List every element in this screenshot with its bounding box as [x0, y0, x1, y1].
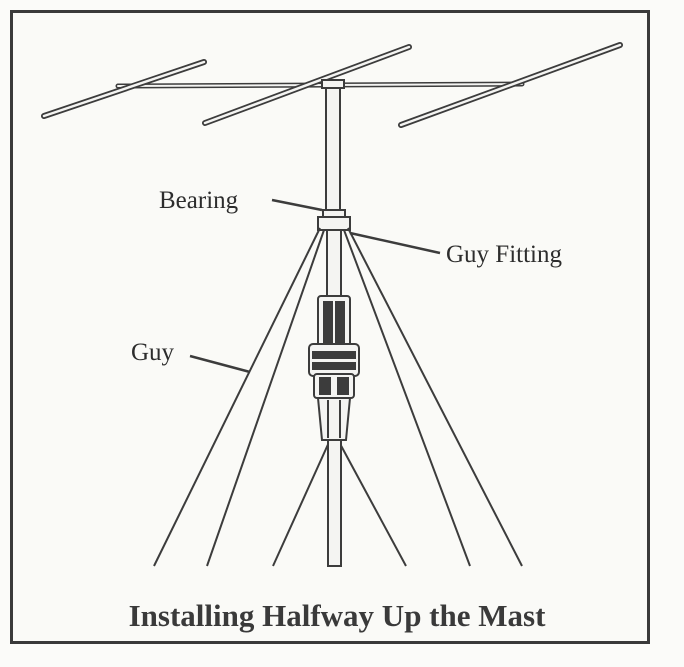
label-leaders	[189, 198, 441, 374]
mast-lower	[327, 439, 342, 567]
rotator-assembly	[308, 295, 360, 441]
antenna-element-right	[398, 42, 623, 128]
guy-fitting-label: Guy Fitting	[446, 241, 562, 268]
guy-leader	[189, 354, 251, 374]
mast-upper	[321, 79, 345, 214]
guy-wire	[272, 439, 331, 567]
guy-wire	[343, 229, 471, 567]
diagram-title: Installing Halfway Up the Mast	[129, 598, 546, 633]
antenna-boom	[115, 81, 525, 89]
mast-middle	[326, 229, 342, 301]
guy-wire	[153, 227, 321, 567]
antenna-element-center	[202, 44, 412, 126]
guy-fitting-leader	[349, 231, 441, 255]
guy-fitting	[317, 216, 351, 231]
bearing-label: Bearing	[159, 187, 239, 214]
guy-wire	[347, 227, 523, 567]
bearing-leader	[271, 198, 323, 212]
antenna-element-left	[41, 59, 207, 119]
guy-wire	[337, 439, 407, 567]
guy-wire	[206, 229, 325, 567]
guy-label: Guy	[131, 339, 175, 366]
guy-wires	[153, 227, 523, 567]
